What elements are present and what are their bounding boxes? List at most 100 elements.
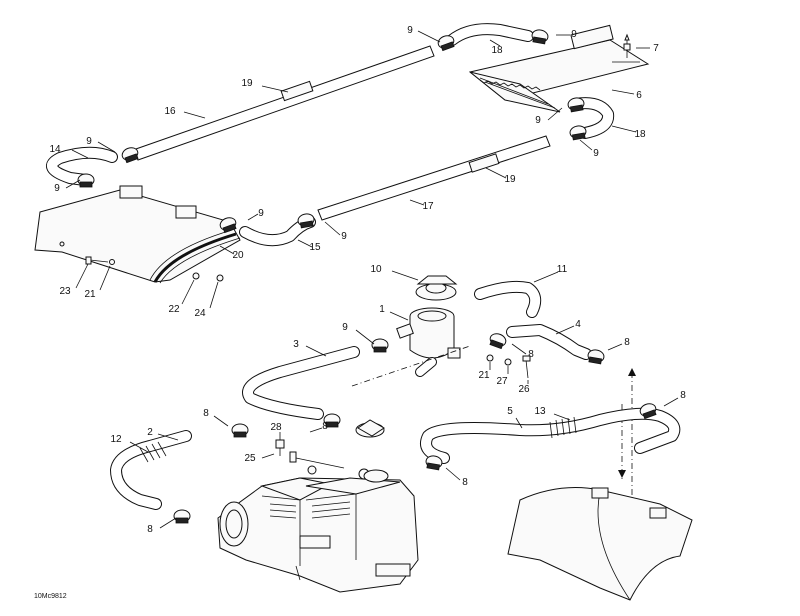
leader-line-c19b bbox=[485, 167, 507, 179]
leader-line-c24 bbox=[209, 281, 219, 309]
tunnel-heat-exchanger bbox=[34, 185, 241, 284]
leader-line-c8c bbox=[663, 397, 679, 407]
callout-c9f: 9 bbox=[54, 183, 60, 194]
callout-c6: 6 bbox=[636, 90, 642, 101]
leader-line-c5 bbox=[515, 417, 523, 429]
leader-line-c18b bbox=[611, 125, 637, 133]
callout-c12: 12 bbox=[110, 434, 122, 445]
callout-c18b: 18 bbox=[634, 129, 646, 140]
callout-c25: 25 bbox=[244, 453, 256, 464]
callout-c15: 15 bbox=[309, 242, 321, 253]
callout-c5: 5 bbox=[507, 406, 513, 417]
leader-line-c8f bbox=[445, 467, 461, 481]
hose-clamp bbox=[531, 29, 549, 45]
leader-line-c20 bbox=[219, 245, 235, 255]
callout-c21b: 21 bbox=[478, 370, 490, 381]
leader-line-c11 bbox=[533, 271, 559, 283]
hose-clamp bbox=[567, 97, 585, 113]
leader-line-c9a bbox=[417, 30, 441, 43]
leader-line-c9d bbox=[547, 107, 563, 121]
heat-exchanger-part bbox=[468, 24, 650, 113]
hose-clamp bbox=[297, 213, 315, 229]
callout-c13: 13 bbox=[534, 406, 546, 417]
hose-clamp bbox=[219, 217, 237, 234]
callout-c22: 22 bbox=[168, 304, 180, 315]
leader-line-c9i bbox=[355, 329, 375, 345]
callout-c23: 23 bbox=[59, 286, 71, 297]
hose-clamp bbox=[437, 35, 455, 52]
callout-c9a: 9 bbox=[407, 25, 413, 36]
hose-clamps bbox=[77, 29, 657, 524]
callout-c9e: 9 bbox=[593, 148, 599, 159]
callout-c19a: 19 bbox=[241, 78, 253, 89]
callout-c9g: 9 bbox=[258, 208, 264, 219]
hose-14 bbox=[46, 146, 118, 186]
hose-11 bbox=[474, 280, 542, 318]
hose-clamp bbox=[569, 125, 587, 141]
hose-5 bbox=[420, 407, 681, 464]
leader-line-c9h bbox=[324, 221, 341, 236]
callout-c9c: 9 bbox=[86, 136, 92, 147]
callout-c9i: 9 bbox=[342, 322, 348, 333]
callout-c21a: 21 bbox=[84, 289, 96, 300]
leader-line-c9g bbox=[247, 213, 259, 221]
tube-17 bbox=[317, 135, 551, 221]
leader-line-c4 bbox=[555, 325, 575, 335]
leader-line-c12 bbox=[129, 441, 149, 453]
engine-block bbox=[217, 465, 419, 593]
callout-c28: 28 bbox=[270, 422, 282, 433]
callout-c20: 20 bbox=[232, 250, 244, 261]
leader-line-c17 bbox=[409, 199, 425, 206]
callout-c9b: 9 bbox=[571, 29, 577, 40]
callout-c1: 1 bbox=[379, 304, 385, 315]
leader-line-c10 bbox=[391, 270, 419, 281]
arrow-up bbox=[628, 368, 636, 376]
callout-c16: 16 bbox=[164, 106, 176, 117]
leader-line-c15 bbox=[297, 239, 313, 248]
arrow-down bbox=[618, 470, 626, 478]
callout-c8a: 8 bbox=[624, 337, 630, 348]
leader-line-c2 bbox=[157, 433, 179, 441]
callout-c8e: 8 bbox=[322, 421, 328, 432]
hose-clamp bbox=[425, 455, 443, 471]
leader-line-c25 bbox=[261, 453, 275, 459]
callout-c26: 26 bbox=[518, 384, 530, 395]
callout-c4: 4 bbox=[575, 319, 581, 330]
temperature-sensor bbox=[275, 439, 345, 469]
callout-c27: 27 bbox=[496, 376, 508, 387]
callout-c7: 7 bbox=[653, 43, 659, 54]
pipe-13-ribs bbox=[549, 416, 577, 439]
hose-12-ribs bbox=[139, 441, 167, 463]
fasteners-right bbox=[486, 354, 531, 379]
leader-line-c21a bbox=[99, 265, 111, 291]
bleed-screw-part bbox=[623, 33, 631, 58]
callout-c8g: 8 bbox=[147, 524, 153, 535]
leader-line-c18a bbox=[489, 39, 501, 47]
callout-c9d: 9 bbox=[535, 115, 541, 126]
leader-line-c19a bbox=[261, 85, 289, 93]
leader-line-c8e bbox=[309, 427, 323, 433]
hose-4 bbox=[506, 324, 592, 360]
hose-clamp bbox=[77, 173, 95, 188]
leader-line-c3 bbox=[305, 345, 327, 357]
leader-lines bbox=[65, 30, 679, 529]
drawing-code: 10Mc9812 bbox=[34, 593, 67, 600]
leader-line-c22 bbox=[181, 279, 195, 305]
hose-clamp bbox=[371, 338, 389, 353]
callout-c14: 14 bbox=[49, 144, 61, 155]
reservoir-cap bbox=[415, 275, 458, 301]
hose-18-upper bbox=[446, 23, 534, 46]
leader-line-c9e bbox=[579, 139, 593, 151]
leader-line-c8a bbox=[607, 343, 623, 351]
leader-line-c8d bbox=[213, 415, 229, 427]
callout-c8b: 8 bbox=[528, 349, 534, 360]
callout-c8f: 8 bbox=[462, 477, 468, 488]
hose-clamp bbox=[323, 413, 341, 428]
leader-line-c16 bbox=[183, 111, 206, 119]
leader-line-c6 bbox=[611, 89, 635, 95]
leader-line-c23 bbox=[75, 263, 89, 289]
leader-line-c9f bbox=[65, 179, 81, 189]
